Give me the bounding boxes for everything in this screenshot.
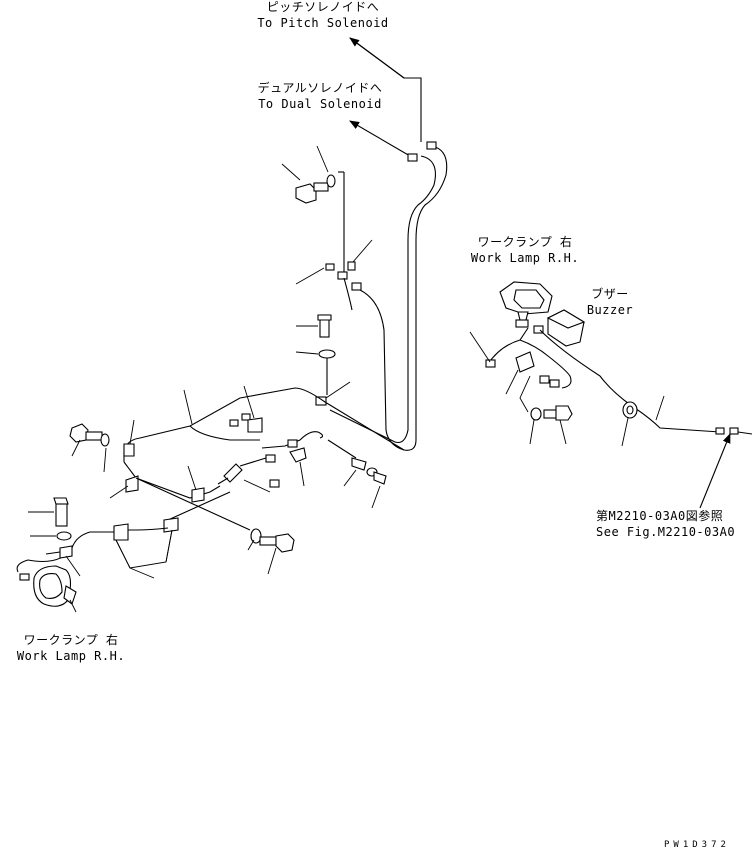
main-harness-trunk — [394, 141, 448, 451]
horizontal-harness — [123, 385, 405, 509]
pitch-solenoid-label-en: To Pitch Solenoid — [257, 16, 389, 30]
buzzer-label-jp: ブザー — [591, 287, 629, 301]
work-lamp-right — [499, 281, 553, 328]
drawing-code: PW1D372 — [664, 840, 730, 850]
connector — [426, 141, 437, 150]
upper-bolt-group — [281, 145, 345, 275]
work-lamp-left-label-en: Work Lamp R.H. — [16, 649, 126, 663]
see-fig-label-en: See Fig.M2210-03A0 — [596, 525, 736, 539]
work-lamp-right-label-jp: ワークランプ 右 — [477, 235, 573, 249]
left-clamp-group — [16, 419, 295, 579]
dual-solenoid-lead — [349, 120, 411, 157]
see-fig-label-jp: 第M2210-03A0図参照 — [596, 509, 724, 523]
connector — [407, 153, 418, 162]
right-harness — [469, 327, 752, 509]
buzzer — [533, 309, 586, 347]
work-lamp-left-label-jp: ワークランプ 右 — [23, 633, 119, 647]
mid-connector-group — [295, 239, 405, 451]
work-lamp-right-label-en: Work Lamp R.H. — [470, 251, 580, 265]
pitch-solenoid-lead — [349, 37, 422, 142]
dual-solenoid-label-en: To Dual Solenoid — [258, 97, 382, 111]
buzzer-label-en: Buzzer — [586, 303, 634, 317]
work-lamp-left — [19, 565, 77, 613]
dual-solenoid-label-jp: デュアルソレノイドへ — [257, 81, 383, 95]
pitch-solenoid-label-jp: ピッチソレノイドへ — [266, 0, 380, 14]
